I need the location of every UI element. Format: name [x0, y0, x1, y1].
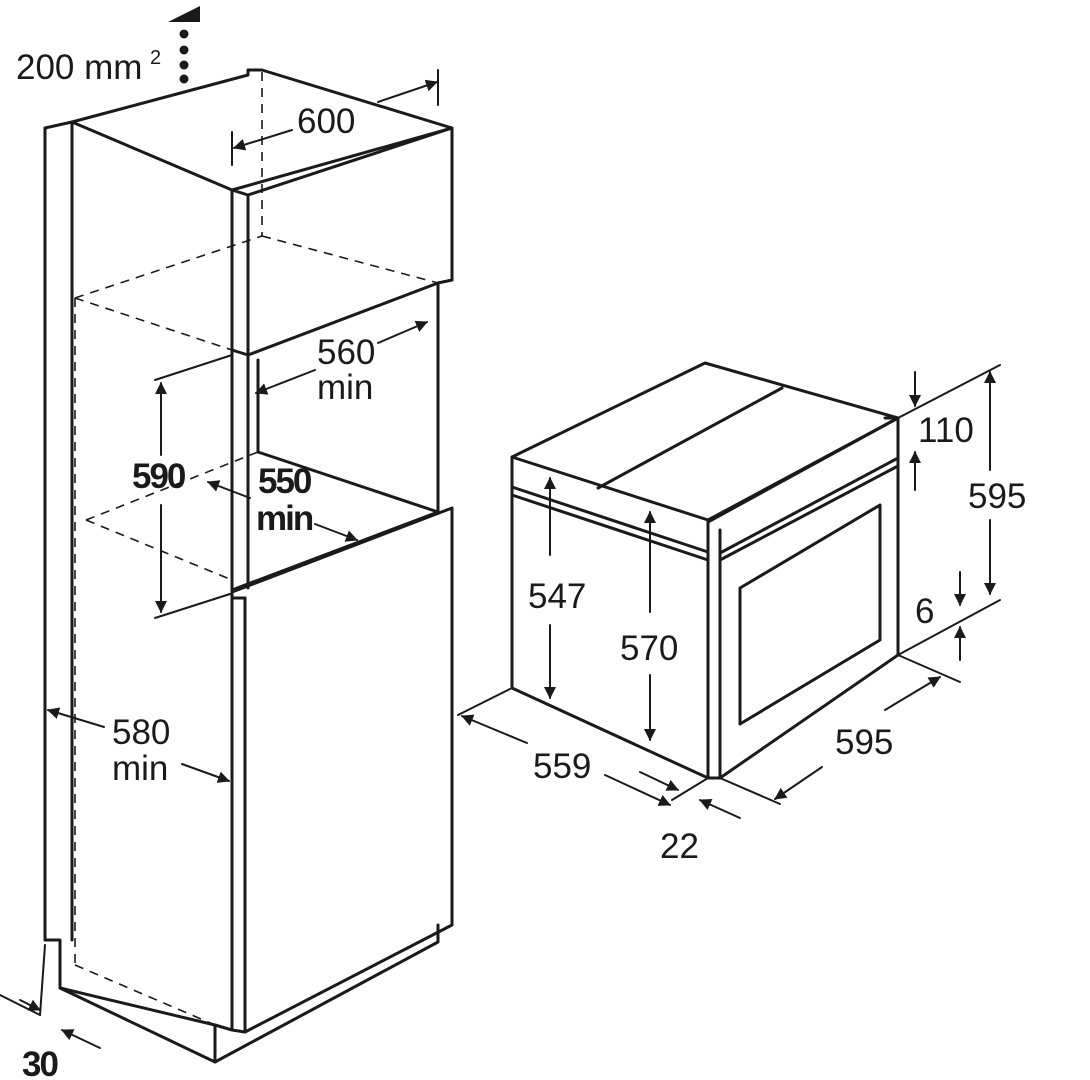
cabinet-depth-label: 580 — [112, 713, 170, 752]
niche-width-note: min — [317, 368, 373, 407]
cabinet-upper-panel — [230, 188, 250, 357]
rear-gap-arrow — [61, 1029, 101, 1049]
cabinet-top-front-edge — [70, 120, 234, 192]
oven-side-rim — [510, 485, 710, 554]
oven-drawing — [510, 361, 900, 780]
rear-gap-label: 30 — [22, 1045, 58, 1080]
rear-gap-line-1 — [0, 994, 41, 1016]
upper-panel-top — [246, 126, 454, 197]
bottom-gap-label: 6 — [915, 592, 934, 631]
niche-depth-note: min — [256, 499, 313, 538]
depth-arrow-front — [604, 774, 671, 806]
cabinet-labels: 200 mm 2 600 560 min 590 550 min 580 min… — [16, 47, 375, 1080]
front-width-ext-right — [897, 654, 961, 683]
front-thickness-arrow-1 — [639, 771, 679, 791]
oven-front-panel — [706, 416, 900, 780]
front-height-label: 570 — [620, 629, 678, 668]
oven-side-rim-2 — [510, 493, 710, 562]
ventilation-indicator — [168, 6, 200, 84]
cabinet-top-front-edge-2 — [230, 126, 454, 192]
cabinet-width-label: 600 — [297, 102, 355, 141]
niche-height-ext-bottom — [154, 593, 231, 619]
cabinet-depth-arrow-front — [181, 763, 230, 783]
upper-panel-bottom — [246, 281, 440, 357]
height-ext-bottom — [897, 599, 1001, 656]
niche-depth-label: 550 — [258, 462, 312, 501]
width-arrow-right — [377, 79, 438, 103]
niche-height-label: 590 — [132, 457, 186, 496]
height-ext-top — [897, 364, 1001, 419]
depth-arrow-rear — [461, 714, 528, 744]
oven-door-window — [738, 503, 882, 726]
niche-width-arrow-left — [255, 369, 316, 395]
top-gap-label: 110 — [918, 411, 974, 450]
front-thickness-label: 22 — [660, 827, 699, 866]
niche-width-arrow-right — [377, 320, 428, 344]
front-width-ext-left — [719, 777, 781, 805]
cabinet-depth-note: min — [112, 749, 168, 788]
cabinet-drawing — [0, 68, 454, 1064]
rear-gap-line-2 — [39, 944, 46, 1016]
oven-control-strip-2 — [718, 464, 900, 562]
rear-height-label: 547 — [528, 577, 586, 616]
plinth-corner-2 — [213, 1023, 234, 1032]
cabinet-dimension-arrows — [19, 69, 439, 1049]
ventilation-arrow-icon — [168, 6, 200, 22]
hidden-shelf-left — [74, 235, 263, 299]
depth-ext-front — [671, 777, 709, 801]
front-width-label: 595 — [835, 723, 893, 762]
front-thickness-arrow-2 — [699, 799, 741, 819]
vent-dot — [179, 45, 189, 55]
depth-label: 559 — [533, 747, 591, 786]
upper-panel-corner — [436, 278, 454, 285]
cabinet-depth-arrow-back — [47, 707, 105, 728]
width-arrow-left — [233, 129, 293, 151]
hidden-base-line — [74, 964, 216, 1026]
cabinet-lower-door — [230, 506, 454, 1034]
oven-top-seam — [596, 386, 784, 490]
vent-dot — [179, 60, 189, 70]
plinth-line — [58, 986, 217, 1027]
ventilation-label: 200 mm — [16, 48, 142, 87]
front-width-arrow-right — [884, 676, 941, 711]
cabinet-left-side — [43, 126, 440, 1064]
niche-width-label: 560 — [317, 333, 375, 372]
oven-dimension-arrows — [457, 364, 1001, 819]
ventilation-superscript: 2 — [150, 47, 161, 69]
hidden-shelf-right — [261, 235, 439, 284]
depth-ext-rear — [457, 687, 513, 716]
oven-control-strip — [718, 456, 900, 555]
hidden-shelf-front — [74, 297, 233, 351]
front-width-arrow-left — [774, 766, 823, 800]
oven-labels: 110 595 547 570 6 595 559 22 — [528, 411, 1026, 866]
niche-height-ext-top — [154, 354, 233, 381]
vent-dot — [179, 29, 189, 39]
niche-floor-back — [256, 450, 440, 514]
niche-depth-arrow-front — [314, 523, 358, 542]
total-height-label: 595 — [968, 477, 1026, 516]
vent-dot — [179, 74, 189, 84]
niche-depth-arrow-back — [207, 480, 251, 499]
rear-gap-arrow-2 — [19, 999, 41, 1011]
hidden-floor-front — [85, 519, 233, 581]
